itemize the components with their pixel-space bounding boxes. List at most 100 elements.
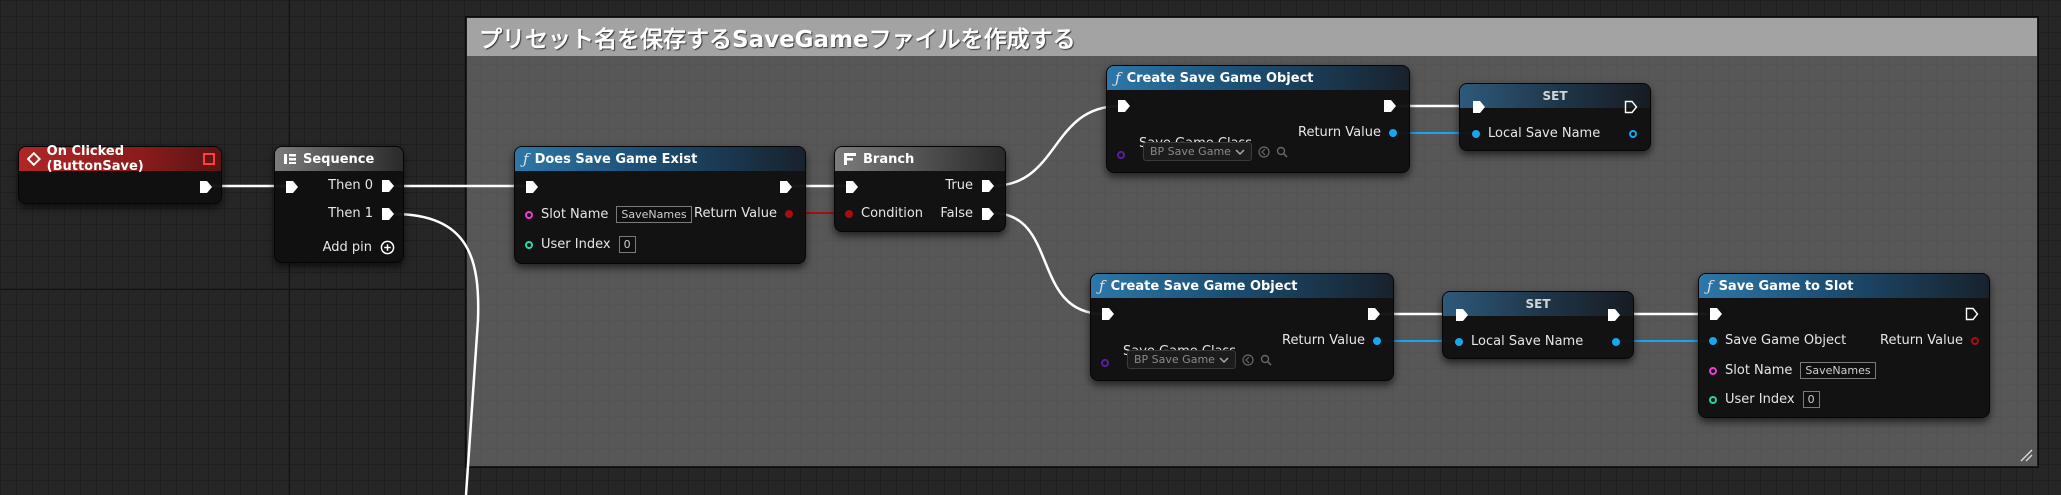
- add-pin-label: Add pin: [322, 240, 372, 255]
- pin-slot-name[interactable]: Slot Name SaveNames: [525, 206, 692, 223]
- object-pin-icon[interactable]: [1373, 336, 1381, 345]
- pin-user-index[interactable]: User Index 0: [525, 236, 636, 253]
- pin-return-value[interactable]: Return Value: [1282, 333, 1381, 348]
- node-save-game-to-slot[interactable]: ƒ Save Game to Slot Save Game Object Ret…: [1698, 273, 1990, 418]
- add-pin-button[interactable]: Add pin: [323, 240, 395, 255]
- string-pin-icon[interactable]: [525, 210, 533, 219]
- exec-out-pin-icon[interactable]: [779, 180, 793, 194]
- class-dropdown[interactable]: BP Save Game: [1127, 350, 1236, 369]
- string-pin-icon[interactable]: [1709, 366, 1717, 375]
- browse-search-icon[interactable]: [1276, 146, 1288, 158]
- exec-out-pin-icon[interactable]: [381, 179, 395, 193]
- object-out-pin-icon[interactable]: [1629, 130, 1637, 138]
- use-selected-asset-icon[interactable]: [1258, 145, 1270, 158]
- plus-circle-icon[interactable]: [380, 240, 395, 255]
- pin-return-value[interactable]: Return Value: [694, 206, 793, 221]
- exec-out-pin-icon[interactable]: [381, 207, 395, 221]
- object-pin-icon[interactable]: [1389, 128, 1397, 137]
- exec-out-pin-icon[interactable]: [199, 180, 213, 194]
- class-pin-icon[interactable]: [1101, 359, 1109, 367]
- exec-in-pin-icon[interactable]: [285, 180, 299, 194]
- pin-return-value[interactable]: Return Value: [1880, 333, 1979, 348]
- node-create-save-game-object-top[interactable]: ƒ Create Save Game Object Save Game Clas…: [1106, 65, 1410, 173]
- pin-label: User Index: [541, 237, 611, 252]
- node-header: SET: [1443, 292, 1633, 316]
- exec-in-pin-icon[interactable]: [1709, 307, 1723, 321]
- exec-in-pin-icon[interactable]: [1101, 307, 1115, 321]
- object-pin-icon[interactable]: [1709, 336, 1717, 345]
- exec-in-pin-icon[interactable]: [845, 180, 859, 194]
- node-title: SET: [1542, 89, 1568, 103]
- class-dropdown[interactable]: BP Save Game: [1143, 142, 1252, 161]
- int-pin-icon[interactable]: [525, 240, 533, 249]
- bool-pin-icon[interactable]: [845, 209, 853, 218]
- grid-major-line-horizontal: [0, 289, 466, 290]
- pin-label: Then 1: [328, 206, 373, 221]
- pin-label: False: [940, 206, 973, 221]
- exec-out-pin-icon[interactable]: [981, 207, 995, 221]
- node-branch[interactable]: Branch Condition True False: [834, 146, 1006, 232]
- user-index-input[interactable]: 0: [618, 236, 636, 253]
- exec-out-pin-icon[interactable]: [1607, 308, 1621, 322]
- pin-label: Slot Name: [1725, 363, 1793, 378]
- node-title: Sequence: [303, 151, 375, 167]
- pin-user-index[interactable]: User Index 0: [1709, 391, 1820, 408]
- object-pin-icon[interactable]: [1455, 337, 1463, 346]
- delegate-pin-icon[interactable]: [203, 153, 215, 165]
- pin-return-value[interactable]: Return Value: [1298, 125, 1397, 140]
- node-header: ƒ Save Game to Slot: [1699, 274, 1989, 298]
- exec-out-pin-icon[interactable]: [1383, 99, 1397, 113]
- slot-name-input[interactable]: SaveNames: [1800, 362, 1876, 379]
- node-does-save-game-exist[interactable]: ƒ Does Save Game Exist Slot Name SaveNam…: [514, 146, 806, 264]
- slot-name-input[interactable]: SaveNames: [616, 206, 692, 223]
- pin-local-save-name[interactable]: Local Save Name: [1455, 334, 1583, 349]
- node-header: Branch: [835, 147, 1005, 171]
- resize-handle-icon[interactable]: [2019, 448, 2033, 462]
- class-select[interactable]: BP Save Game: [1127, 350, 1272, 369]
- node-set-bottom[interactable]: SET Local Save Name: [1442, 291, 1634, 359]
- exec-out-pin-icon[interactable]: [1367, 307, 1381, 321]
- exec-out-pin-outline-icon[interactable]: [1624, 100, 1638, 114]
- pin-label: Return Value: [1282, 333, 1365, 348]
- pin-then-0[interactable]: Then 0: [328, 178, 395, 193]
- exec-in-pin-icon[interactable]: [1472, 100, 1486, 114]
- pin-false[interactable]: False: [940, 206, 995, 221]
- pin-label: Save Game Object: [1725, 333, 1847, 348]
- pin-save-game-object[interactable]: Save Game Object: [1709, 333, 1846, 348]
- pin-label: Then 0: [328, 178, 373, 193]
- exec-wire-false-to-create-bottom: [991, 211, 1105, 316]
- pin-then-1[interactable]: Then 1: [328, 206, 395, 221]
- exec-in-pin-icon[interactable]: [1117, 99, 1131, 113]
- node-title: SET: [1525, 297, 1551, 311]
- node-sequence[interactable]: Sequence Then 0 Then 1 Add pin: [274, 146, 404, 263]
- user-index-input[interactable]: 0: [1802, 391, 1820, 408]
- comment-title[interactable]: プリセット名を保存するSaveGameファイルを作成する: [467, 18, 2037, 56]
- exec-wire-then1-down: [392, 212, 480, 495]
- exec-in-pin-icon[interactable]: [1455, 308, 1469, 322]
- pin-true[interactable]: True: [945, 178, 995, 193]
- pin-condition[interactable]: Condition: [845, 206, 923, 221]
- use-selected-asset-icon[interactable]: [1242, 353, 1254, 366]
- object-pin-icon[interactable]: [1472, 129, 1480, 138]
- function-icon: ƒ: [523, 150, 529, 168]
- chevron-down-icon: [1235, 148, 1245, 155]
- node-title: Does Save Game Exist: [534, 151, 698, 167]
- node-header: SET: [1460, 84, 1650, 108]
- bool-pin-icon[interactable]: [1971, 336, 1979, 345]
- sequence-icon: [284, 154, 296, 164]
- node-on-clicked[interactable]: On Clicked (ButtonSave): [18, 144, 222, 204]
- exec-out-pin-outline-icon[interactable]: [1965, 307, 1979, 321]
- class-select[interactable]: BP Save Game: [1143, 142, 1288, 161]
- object-out-pin-icon[interactable]: [1612, 338, 1620, 346]
- pin-slot-name[interactable]: Slot Name SaveNames: [1709, 362, 1876, 379]
- exec-out-pin-icon[interactable]: [981, 179, 995, 193]
- class-pin-icon[interactable]: [1117, 151, 1125, 159]
- int-pin-icon[interactable]: [1709, 395, 1717, 404]
- node-create-save-game-object-bottom[interactable]: ƒ Create Save Game Object Save Game Clas…: [1090, 273, 1394, 381]
- bool-pin-icon[interactable]: [785, 209, 793, 218]
- node-title: On Clicked (ButtonSave): [46, 144, 144, 174]
- node-set-top[interactable]: SET Local Save Name: [1459, 83, 1651, 151]
- exec-in-pin-icon[interactable]: [525, 180, 539, 194]
- browse-search-icon[interactable]: [1260, 354, 1272, 366]
- pin-local-save-name[interactable]: Local Save Name: [1472, 126, 1600, 141]
